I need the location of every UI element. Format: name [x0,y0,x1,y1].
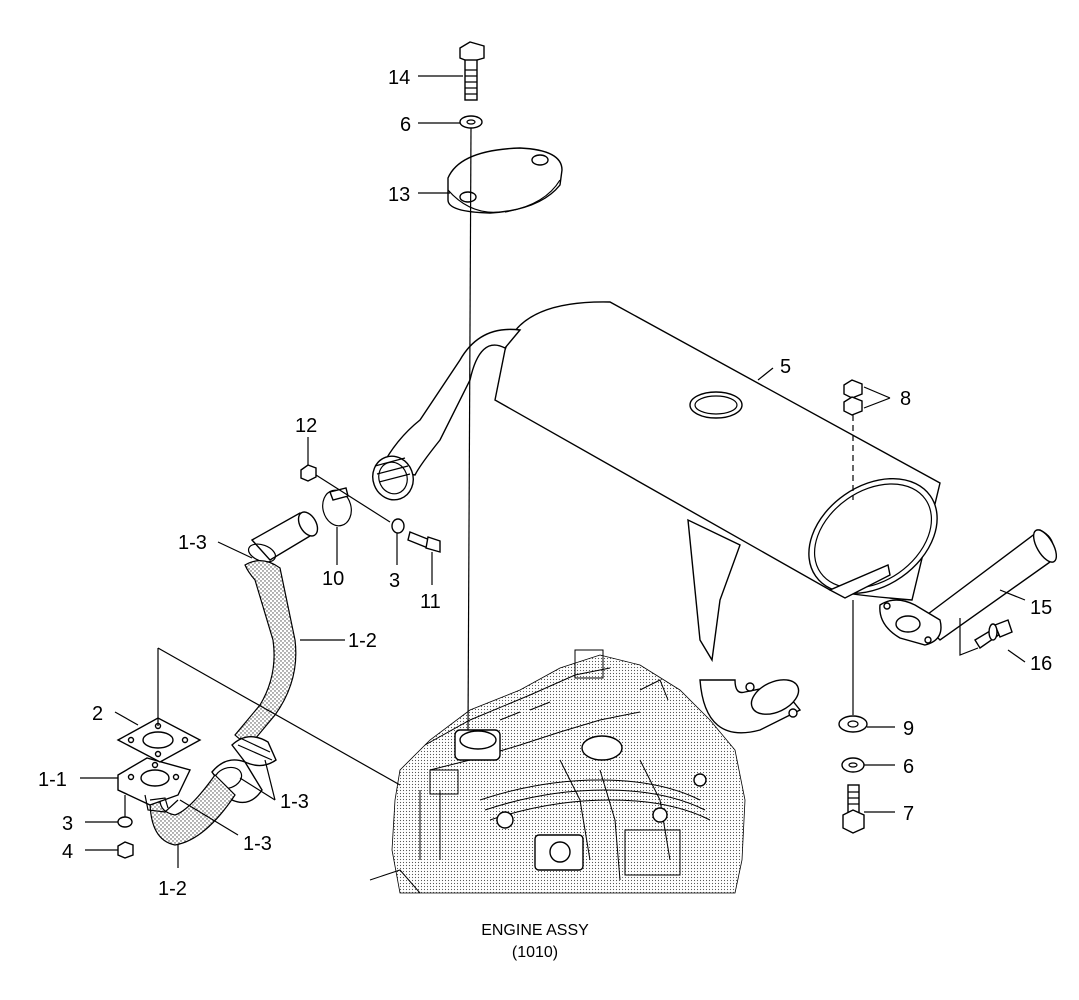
clamp-10 [322,489,352,527]
engine-assy-caption: ENGINE ASSY [481,922,589,939]
nuts-8 [843,379,863,416]
label-6-right: 6 [903,756,914,778]
label-10: 10 [322,568,344,590]
leader-lines [80,75,1026,868]
label-1-1: 1-1 [38,769,67,791]
washer-6-right [841,757,865,773]
label-14: 14 [388,67,410,89]
bolt-14 [459,41,485,101]
label-1-2-lower: 1-2 [158,878,187,900]
washer-6-top [459,115,483,129]
label-1-2-upper: 1-2 [348,630,377,652]
label-1-3-c: 1-3 [243,833,272,855]
muffler [372,301,941,734]
nut-4 [117,841,134,859]
washer-3-mid [391,518,405,534]
label-12: 12 [295,415,317,437]
label-9: 9 [903,718,914,740]
nut-12 [300,464,317,482]
engine-assy-part-number: (1010) [512,944,558,961]
label-2: 2 [92,703,103,725]
label-11: 11 [420,591,441,613]
cover-plate [447,147,563,214]
label-1-3-a: 1-3 [178,532,207,554]
label-5: 5 [780,356,791,378]
label-3-left: 3 [62,813,73,835]
label-15: 15 [1030,597,1052,619]
label-8: 8 [900,388,911,410]
bolt-11 [407,531,441,553]
bolt-7 [842,784,865,834]
tail-pipe [879,529,1058,646]
engine-assembly [369,649,746,894]
washer-3-left [117,816,133,828]
washer-9 [838,715,868,733]
label-13: 13 [388,184,410,206]
label-16: 16 [1030,653,1052,675]
label-6-top: 6 [400,114,411,136]
bolt-16 [974,619,1013,649]
label-1-3-b: 1-3 [280,791,309,813]
label-7: 7 [903,803,914,825]
label-3-mid: 3 [389,570,400,592]
label-4: 4 [62,841,73,863]
